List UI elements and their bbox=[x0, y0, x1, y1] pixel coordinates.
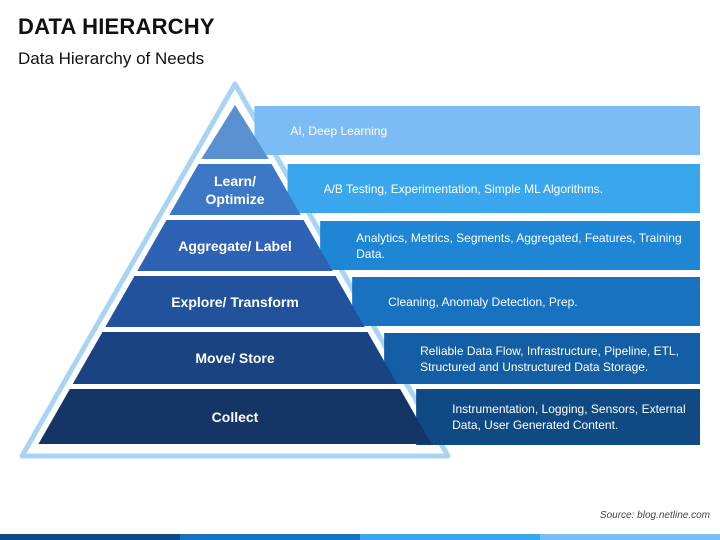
level-description: Instrumentation, Logging, Sensors, Exter… bbox=[452, 402, 686, 432]
pyramid-level bbox=[72, 332, 398, 384]
description-box bbox=[287, 164, 700, 213]
level-description: AI, Deep Learning bbox=[290, 123, 388, 138]
footer-segment bbox=[0, 534, 180, 540]
page-title: DATA HIERARCHY bbox=[18, 14, 215, 39]
description-box bbox=[352, 277, 700, 326]
footer-segment bbox=[540, 534, 720, 540]
level-description: Reliable Data Flow, Infrastructure, Pipe… bbox=[420, 343, 679, 374]
description-box bbox=[384, 333, 700, 384]
description-box bbox=[320, 221, 700, 270]
level-description: Cleaning, Anomaly Detection, Prep. bbox=[388, 294, 578, 309]
footer-segment bbox=[360, 534, 540, 540]
pyramid-level bbox=[201, 105, 269, 159]
level-label: Move/ Store bbox=[195, 350, 275, 366]
description-box bbox=[254, 106, 700, 155]
footer-segment bbox=[180, 534, 360, 540]
level-label: Collect bbox=[211, 408, 259, 425]
pyramid-level bbox=[169, 164, 301, 215]
level-description: Analytics, Metrics, Segments, Aggregated… bbox=[356, 230, 682, 261]
level-description: A/B Testing, Experimentation, Simple ML … bbox=[323, 181, 604, 196]
level-label: Learn/ Optimize bbox=[205, 172, 265, 207]
level-label: Explore/ Transform bbox=[171, 293, 299, 310]
footer-bar bbox=[0, 534, 720, 540]
page-subtitle: Data Hierarchy of Needs bbox=[18, 49, 205, 68]
pyramid-level bbox=[38, 389, 432, 444]
pyramid-level bbox=[137, 220, 333, 271]
level-label: Aggregate/ Label bbox=[178, 237, 292, 254]
source-note: Source: blog.netline.com bbox=[599, 510, 710, 521]
pyramid-level bbox=[105, 276, 365, 327]
description-box bbox=[416, 389, 700, 445]
